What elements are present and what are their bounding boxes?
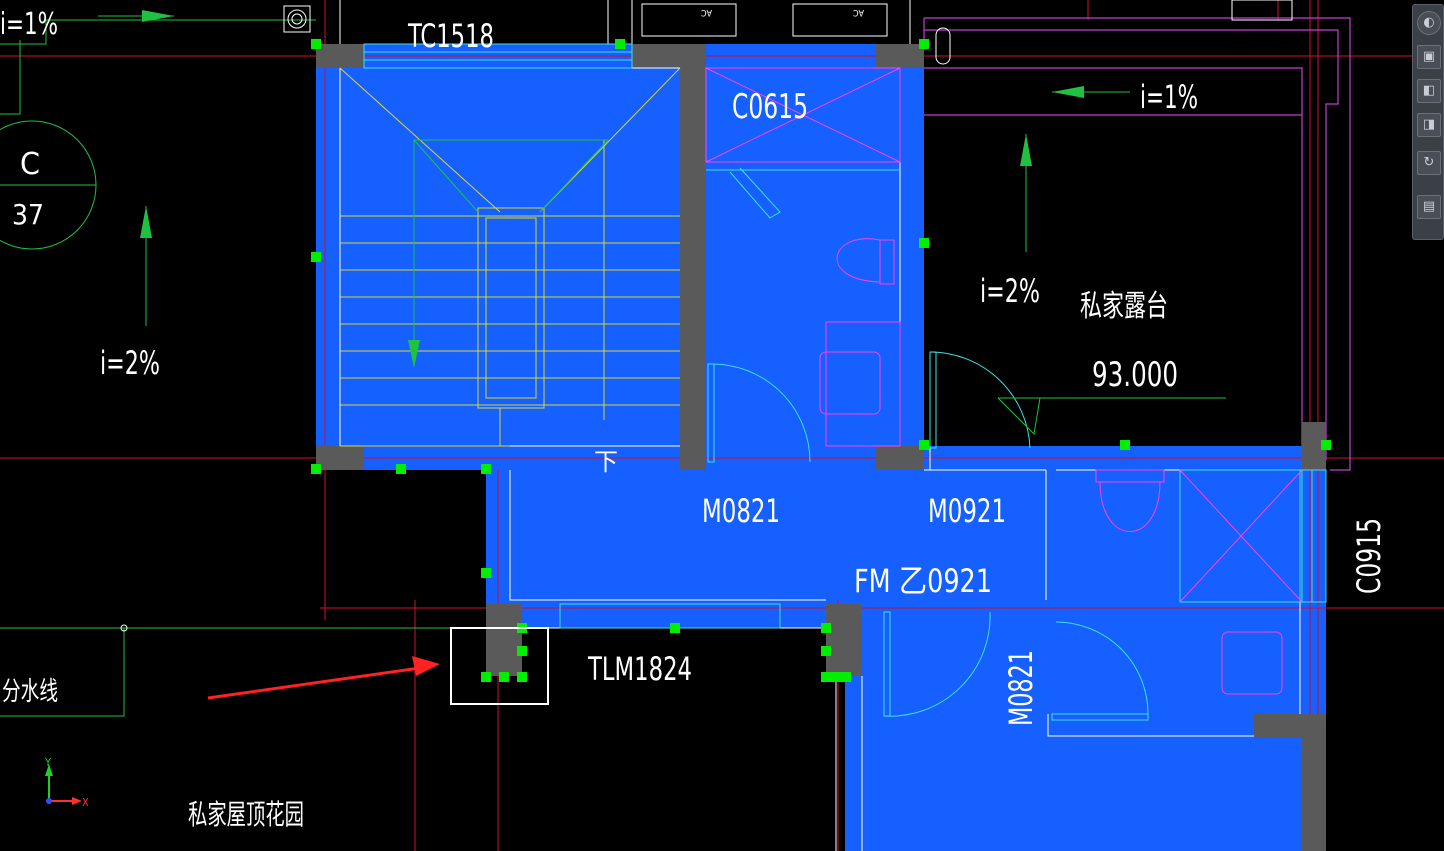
left-garden-outlines [0, 19, 316, 250]
ac-units [641, 3, 888, 37]
stair-down-label: 下 [594, 448, 618, 476]
selection-grips[interactable] [311, 39, 1331, 682]
ucs-axis-icon [45, 764, 82, 805]
drain-symbol [283, 5, 311, 33]
toilet-and-sink [705, 67, 1303, 695]
window-c0915-label: C0915 [1350, 518, 1388, 594]
slope-arrow-top-left [142, 10, 174, 22]
door-m0821-vertical-label: M0821 [1002, 650, 1040, 726]
cube-icon[interactable]: ◧ [1417, 79, 1441, 103]
grid-bubble-letter: C [20, 147, 40, 182]
layout-icon[interactable]: ▤ [1417, 195, 1441, 219]
walls [316, 44, 1326, 851]
ac-label-right: AC [853, 7, 864, 17]
axis-x-label: X [82, 796, 89, 809]
door-m0921-label: M0921 [928, 492, 1006, 530]
selection-hatch [316, 44, 1326, 851]
window-c0615-label: C0615 [732, 87, 808, 127]
door-tlm1824-label: TLM1824 [587, 650, 692, 688]
ac-label-left: AC [701, 7, 712, 17]
orbit-icon[interactable]: ↻ [1417, 151, 1441, 175]
roof-garden-label: 私家屋顶花园 [188, 798, 304, 831]
slope-arrow-left [140, 206, 152, 238]
slope-label-right: i=2% [980, 272, 1040, 310]
slope-arrow-top-right [1052, 86, 1084, 98]
pipe-symbol [935, 27, 951, 65]
grid-bubble-number: 37 [12, 198, 44, 231]
parapet-lines [923, 17, 1351, 471]
3d-view-icon[interactable]: ▣ [1417, 45, 1441, 69]
navigation-bar: ◐ ▣ ◧ ◨ ↻ ▤ [1412, 4, 1444, 240]
annotation-arrow-shaft [207, 666, 421, 700]
annotation-arrow-head [412, 656, 440, 676]
drain-line-label: 分水线 [2, 677, 58, 707]
door-m0821-label: M0821 [702, 492, 780, 530]
fire-door-label: FM 乙0921 [854, 562, 992, 600]
slope-label-top-right: i=1% [1140, 78, 1198, 116]
highlight-box [450, 627, 549, 705]
junction-dot [120, 624, 128, 632]
steering-wheel-icon[interactable]: ◐ [1417, 11, 1441, 35]
staircase [339, 67, 681, 447]
slope-label-top-left: i=1% [0, 7, 58, 42]
axis-y-label: Y [44, 756, 52, 769]
stair-arrow [408, 340, 420, 368]
slope-arrow-right [1020, 134, 1032, 166]
terrace-name-label: 私家露台 [1080, 289, 1168, 324]
slope-label-left: i=2% [100, 344, 160, 382]
cube-icon[interactable]: ◨ [1417, 113, 1441, 137]
window-tc1518-label: TC1518 [407, 17, 494, 55]
stair-guidelines [413, 139, 610, 360]
elevation-label: 93.000 [1092, 355, 1178, 395]
